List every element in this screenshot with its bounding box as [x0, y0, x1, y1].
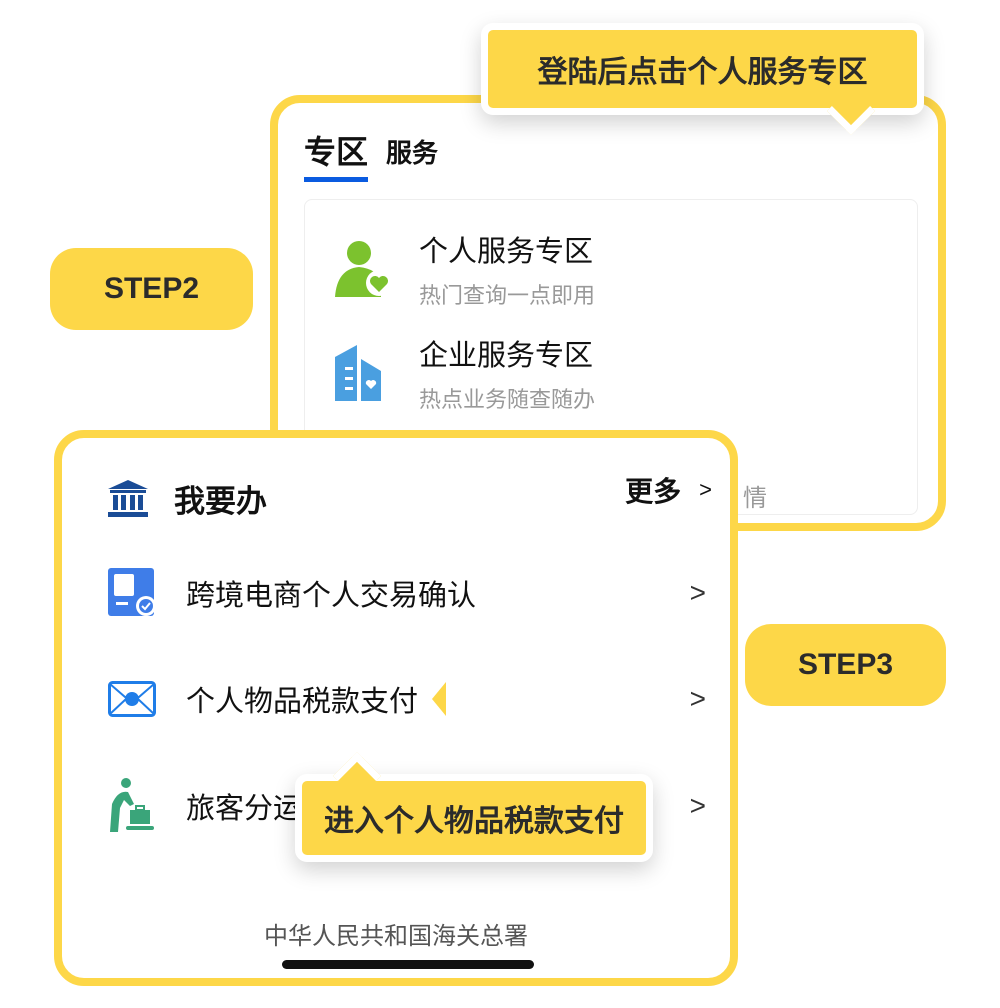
todo-card: 我要办 更多 > 跨境电商个人交易确认 > 个人物品税款支付 > 旅客分运 > …	[54, 430, 738, 986]
zone-title: 个人服务专区	[419, 236, 594, 268]
zone-subtitle: 热门查询一点即用	[419, 283, 596, 308]
zone-subtitle: 热点业务随查随办	[419, 387, 596, 412]
tooltip-tax-hint: 进入个人物品税款支付	[295, 751, 653, 862]
list-item[interactable]: 跨境电商个人交易确认 >	[108, 568, 706, 618]
person-heart-icon	[335, 241, 392, 297]
tab-zone[interactable]: 专区	[304, 127, 369, 182]
personal-zone-item[interactable]: 个人服务专区热门查询一点即用	[335, 228, 595, 310]
tooltip-text: 登陆后点击个人服务专区	[537, 56, 868, 89]
section-title: 我要办	[174, 484, 267, 519]
item-label: 个人物品税款支付	[186, 686, 419, 718]
id-card-check-icon	[108, 568, 156, 616]
tooltip-login-hint: 登陆后点击个人服务专区	[481, 23, 924, 136]
tab-service[interactable]: 服务	[386, 138, 439, 168]
zone-list: 个人服务专区热门查询一点即用 企业服务专区热点业务随查随办 情	[304, 199, 918, 515]
footer-text: 中华人民共和国海关总署	[264, 923, 528, 950]
more-link[interactable]: 更多 >	[625, 470, 712, 510]
list-item[interactable]: 旅客分运 >	[108, 778, 706, 834]
step2-label: STEP2	[50, 248, 253, 330]
zone-title: 企业服务专区	[419, 340, 594, 372]
passenger-luggage-icon	[110, 778, 154, 832]
building-heart-icon	[335, 345, 381, 401]
tooltip-text: 进入个人物品税款支付	[324, 805, 624, 838]
chevron-right-icon: >	[699, 477, 712, 502]
chevron-right-icon: >	[689, 577, 706, 608]
tax-envelope-icon	[108, 681, 156, 717]
list-item-tax-payment[interactable]: 个人物品税款支付 >	[108, 678, 706, 720]
more-label: 更多	[625, 476, 682, 507]
pointer-triangle-icon	[432, 682, 447, 716]
item-label: 旅客分运	[186, 793, 303, 825]
item-label: 跨境电商个人交易确认	[186, 580, 477, 612]
bank-icon	[108, 479, 148, 517]
chevron-right-icon: >	[689, 790, 706, 821]
home-indicator	[282, 960, 534, 969]
enterprise-zone-item[interactable]: 企业服务专区热点业务随查随办	[335, 332, 595, 414]
step3-label: STEP3	[745, 624, 946, 706]
partial-text: 情	[743, 485, 767, 512]
chevron-right-icon: >	[689, 683, 706, 714]
